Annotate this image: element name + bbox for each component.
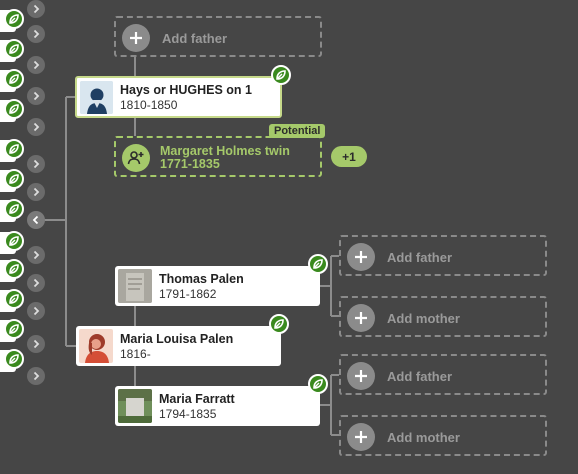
chevron-right-icon — [33, 250, 40, 260]
expand-sibling-button[interactable] — [27, 302, 45, 320]
leaf-icon[interactable] — [269, 314, 289, 334]
expand-sibling-button[interactable] — [27, 246, 45, 264]
add-mother-label: Add mother — [387, 430, 460, 445]
chevron-right-icon — [33, 306, 40, 316]
collapse-button[interactable] — [27, 211, 45, 229]
add-father-placeholder[interactable]: Add father — [339, 354, 547, 395]
chevron-right-icon — [33, 159, 40, 169]
male-avatar-icon — [80, 81, 113, 114]
person-name: Maria Farratt — [159, 392, 235, 406]
leaf-icon[interactable] — [4, 169, 24, 189]
more-potential-button[interactable]: +1 — [331, 146, 367, 167]
chevron-right-icon — [33, 91, 40, 101]
gravestone-photo-icon — [118, 389, 152, 423]
leaf-icon[interactable] — [308, 374, 328, 394]
chevron-left-icon — [32, 215, 39, 225]
person-card-spouse-mother[interactable]: Maria Farratt 1794-1835 — [115, 386, 320, 426]
add-father-label: Add father — [387, 250, 452, 265]
add-father-label: Add father — [387, 369, 452, 384]
expand-sibling-button[interactable] — [27, 118, 45, 136]
person-dates: 1791-1862 — [159, 287, 217, 301]
female-avatar-icon — [79, 329, 113, 363]
person-dates: 1816- — [120, 347, 151, 361]
add-father-placeholder[interactable]: Add father — [339, 235, 547, 276]
chevron-right-icon — [33, 60, 40, 70]
expand-sibling-button[interactable] — [27, 87, 45, 105]
leaf-icon[interactable] — [4, 139, 24, 159]
person-name: Hays or HUGHES on 1 — [120, 83, 252, 97]
expand-sibling-button[interactable] — [27, 0, 45, 18]
add-father-label: Add father — [162, 31, 227, 46]
expand-sibling-button[interactable] — [27, 367, 45, 385]
chevron-right-icon — [33, 339, 40, 349]
leaf-icon[interactable] — [4, 349, 24, 369]
person-name: Thomas Palen — [159, 272, 244, 286]
add-mother-label: Add mother — [387, 311, 460, 326]
leaf-icon[interactable] — [4, 39, 24, 59]
expand-sibling-button[interactable] — [27, 56, 45, 74]
potential-tag: Potential — [269, 124, 326, 138]
leaf-icon[interactable] — [4, 289, 24, 309]
leaf-icon[interactable] — [271, 65, 291, 85]
leaf-icon[interactable] — [4, 9, 24, 29]
expand-sibling-button[interactable] — [27, 335, 45, 353]
person-dates: 1810-1850 — [120, 98, 178, 112]
gravestone-photo-icon — [118, 269, 152, 303]
chevron-right-icon — [33, 4, 40, 14]
chevron-right-icon — [33, 187, 40, 197]
add-mother-placeholder[interactable]: Add mother — [339, 415, 547, 456]
plus-icon — [347, 362, 375, 390]
expand-sibling-button[interactable] — [27, 183, 45, 201]
leaf-icon[interactable] — [4, 231, 24, 251]
expand-sibling-button[interactable] — [27, 25, 45, 43]
leaf-icon[interactable] — [4, 199, 24, 219]
add-person-icon — [122, 144, 150, 172]
potential-dates: 1771-1835 — [160, 157, 220, 171]
leaf-icon[interactable] — [4, 69, 24, 89]
chevron-right-icon — [33, 29, 40, 39]
person-dates: 1794-1835 — [159, 407, 217, 421]
expand-sibling-button[interactable] — [27, 155, 45, 173]
plus-icon — [347, 243, 375, 271]
plus-icon — [347, 304, 375, 332]
leaf-icon[interactable] — [4, 99, 24, 119]
add-father-placeholder[interactable]: Add father — [114, 16, 322, 57]
potential-name: Margaret Holmes twin — [160, 144, 290, 158]
plus-icon — [347, 423, 375, 451]
chevron-right-icon — [33, 122, 40, 132]
person-card-spouse[interactable]: Maria Louisa Palen 1816- — [76, 326, 281, 366]
leaf-icon[interactable] — [4, 259, 24, 279]
expand-sibling-button[interactable] — [27, 274, 45, 292]
person-card-focus[interactable]: Hays or HUGHES on 1 1810-1850 — [75, 76, 282, 118]
leaf-icon[interactable] — [4, 319, 24, 339]
person-card-spouse-father[interactable]: Thomas Palen 1791-1862 — [115, 266, 320, 306]
leaf-icon[interactable] — [308, 254, 328, 274]
add-mother-placeholder[interactable]: Add mother — [339, 296, 547, 337]
person-name: Maria Louisa Palen — [120, 332, 234, 346]
potential-mother-card[interactable]: Margaret Holmes twin 1771-1835 — [114, 136, 322, 177]
chevron-right-icon — [33, 371, 40, 381]
plus-icon — [122, 24, 150, 52]
chevron-right-icon — [33, 278, 40, 288]
